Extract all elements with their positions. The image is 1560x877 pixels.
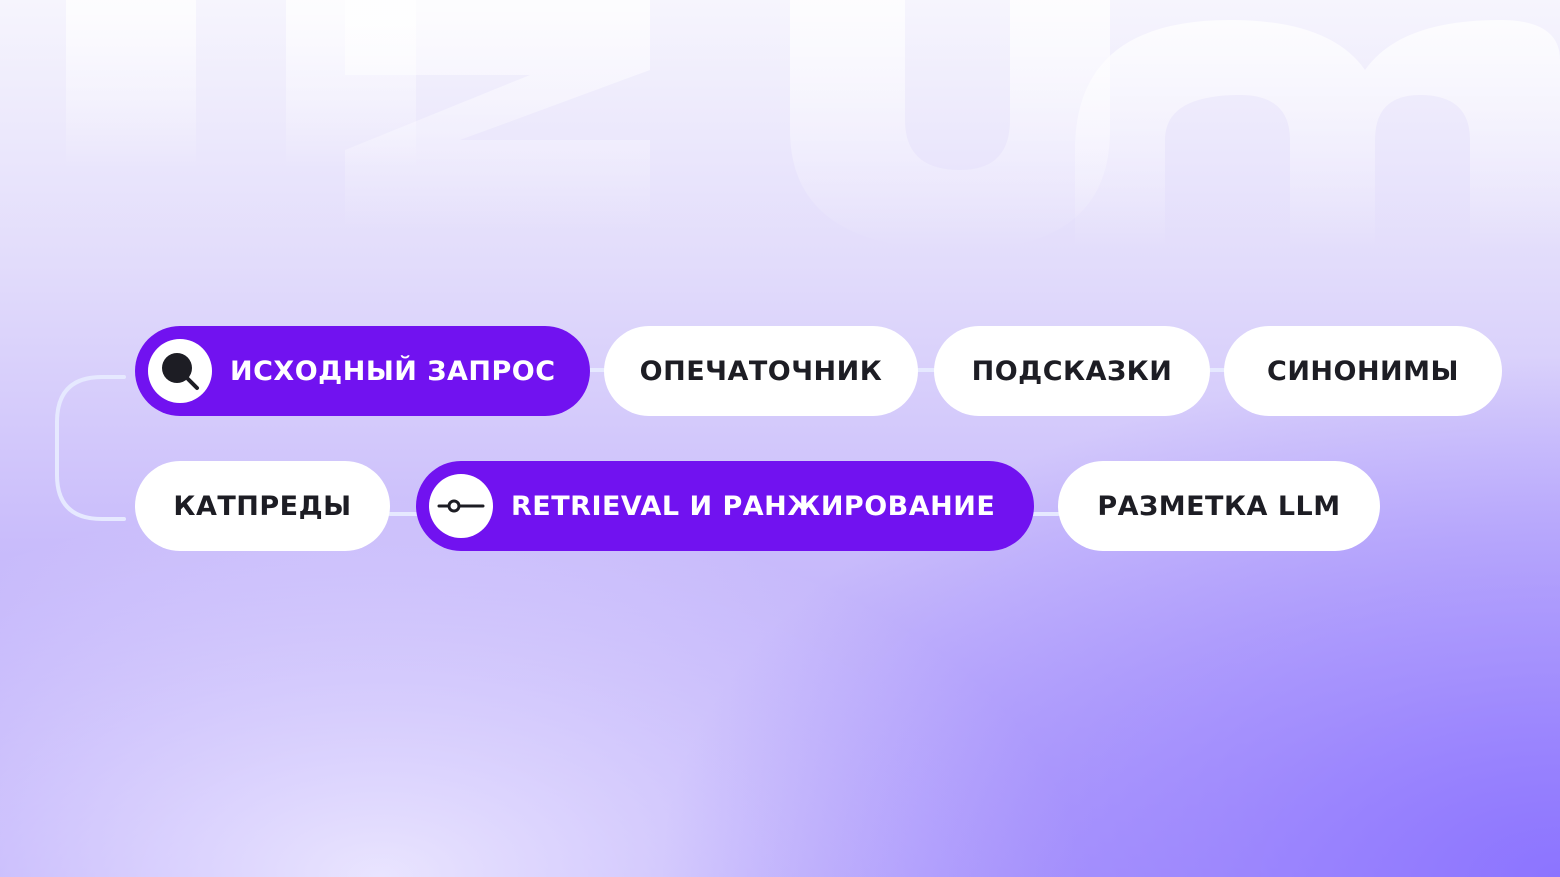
- node-label: ПОДСКАЗКИ: [971, 355, 1173, 387]
- node-initial-query[interactable]: ИСХОДНЫЙ ЗАПРОС: [135, 326, 590, 416]
- node-retrieval-ranking[interactable]: RETRIEVAL И РАНЖИРОВАНИЕ: [416, 461, 1034, 551]
- node-category-predictions[interactable]: КАТПРЕДЫ: [135, 461, 390, 551]
- node-label: СИНОНИМЫ: [1267, 355, 1459, 387]
- node-suggestions[interactable]: ПОДСКАЗКИ: [934, 326, 1210, 416]
- connector-row-wrap: [55, 375, 126, 521]
- node-label: КАТПРЕДЫ: [173, 490, 352, 522]
- node-label: ИСХОДНЫЙ ЗАПРОС: [230, 355, 556, 387]
- node-label: RETRIEVAL И РАНЖИРОВАНИЕ: [511, 490, 996, 522]
- node-typo-corrector[interactable]: ОПЕЧАТОЧНИК: [604, 326, 918, 416]
- search-icon: [148, 339, 212, 403]
- commit-node-icon: [429, 474, 493, 538]
- node-label: ОПЕЧАТОЧНИК: [639, 355, 883, 387]
- node-llm-labeling[interactable]: РАЗМЕТКА LLM: [1058, 461, 1380, 551]
- node-synonyms[interactable]: СИНОНИМЫ: [1224, 326, 1502, 416]
- node-label: РАЗМЕТКА LLM: [1097, 490, 1341, 522]
